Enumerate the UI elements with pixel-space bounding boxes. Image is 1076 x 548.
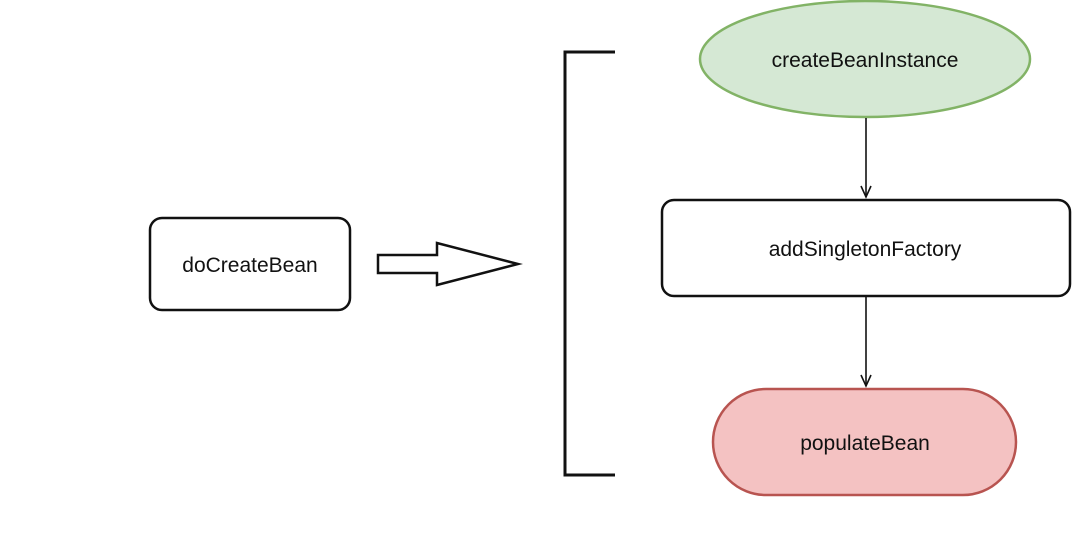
add-singleton-factory-label: addSingletonFactory <box>769 238 962 261</box>
add-singleton-factory-box <box>660 198 1072 298</box>
create-bean-instance-node: createBeanInstance <box>698 0 1032 119</box>
populate-bean-node: populateBean <box>711 387 1018 497</box>
populate-bean-label: populateBean <box>800 432 930 455</box>
do-create-bean-node: doCreateBean <box>148 216 352 312</box>
do-create-bean-label: doCreateBean <box>182 254 317 277</box>
create-bean-instance-label: createBeanInstance <box>772 49 959 72</box>
do-create-bean-box <box>148 216 352 312</box>
populate-bean-stadium <box>711 387 1018 497</box>
create-bean-instance-ellipse <box>698 0 1032 119</box>
hollow-block-arrow <box>376 241 523 287</box>
add-singleton-factory-node: addSingletonFactory <box>660 198 1072 298</box>
group-bracket <box>563 50 615 477</box>
